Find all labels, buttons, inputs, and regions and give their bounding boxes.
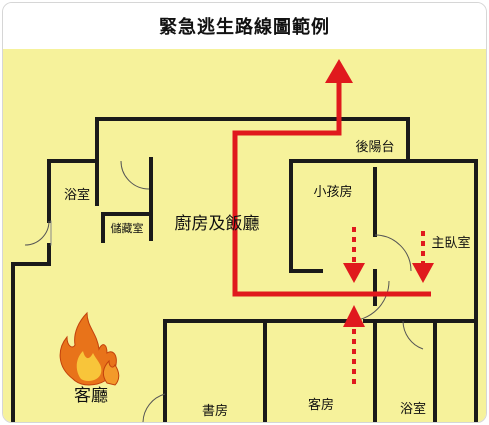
label-guest-room: 客房 (308, 397, 334, 413)
label-storage: 儲藏室 (111, 221, 144, 235)
walls (11, 117, 478, 422)
floor-plan: 後陽台 浴室 儲藏室 廚房及飯廳 小孩房 主臥室 客廳 書房 客房 浴室 (3, 49, 486, 422)
label-kids-room: 小孩房 (313, 184, 352, 200)
arrow-down-icon (343, 263, 365, 283)
label-bathroom-left: 浴室 (64, 187, 90, 203)
header: 緊急逃生路線圖範例 (3, 3, 486, 50)
fire-icon (59, 311, 120, 386)
arrow-down-icon (412, 263, 434, 283)
label-back-balcony: 後陽台 (355, 140, 394, 155)
label-study: 書房 (202, 403, 228, 419)
label-bathroom-right: 浴室 (400, 401, 426, 417)
label-living-room: 客廳 (74, 386, 108, 406)
label-kitchen-dining: 廚房及飯廳 (175, 213, 260, 234)
escape-route (232, 59, 434, 384)
label-master-bedroom: 主臥室 (431, 235, 470, 251)
page-title: 緊急逃生路線圖範例 (159, 17, 330, 38)
arrow-up-icon (325, 59, 353, 83)
arrow-up-icon (343, 305, 365, 327)
